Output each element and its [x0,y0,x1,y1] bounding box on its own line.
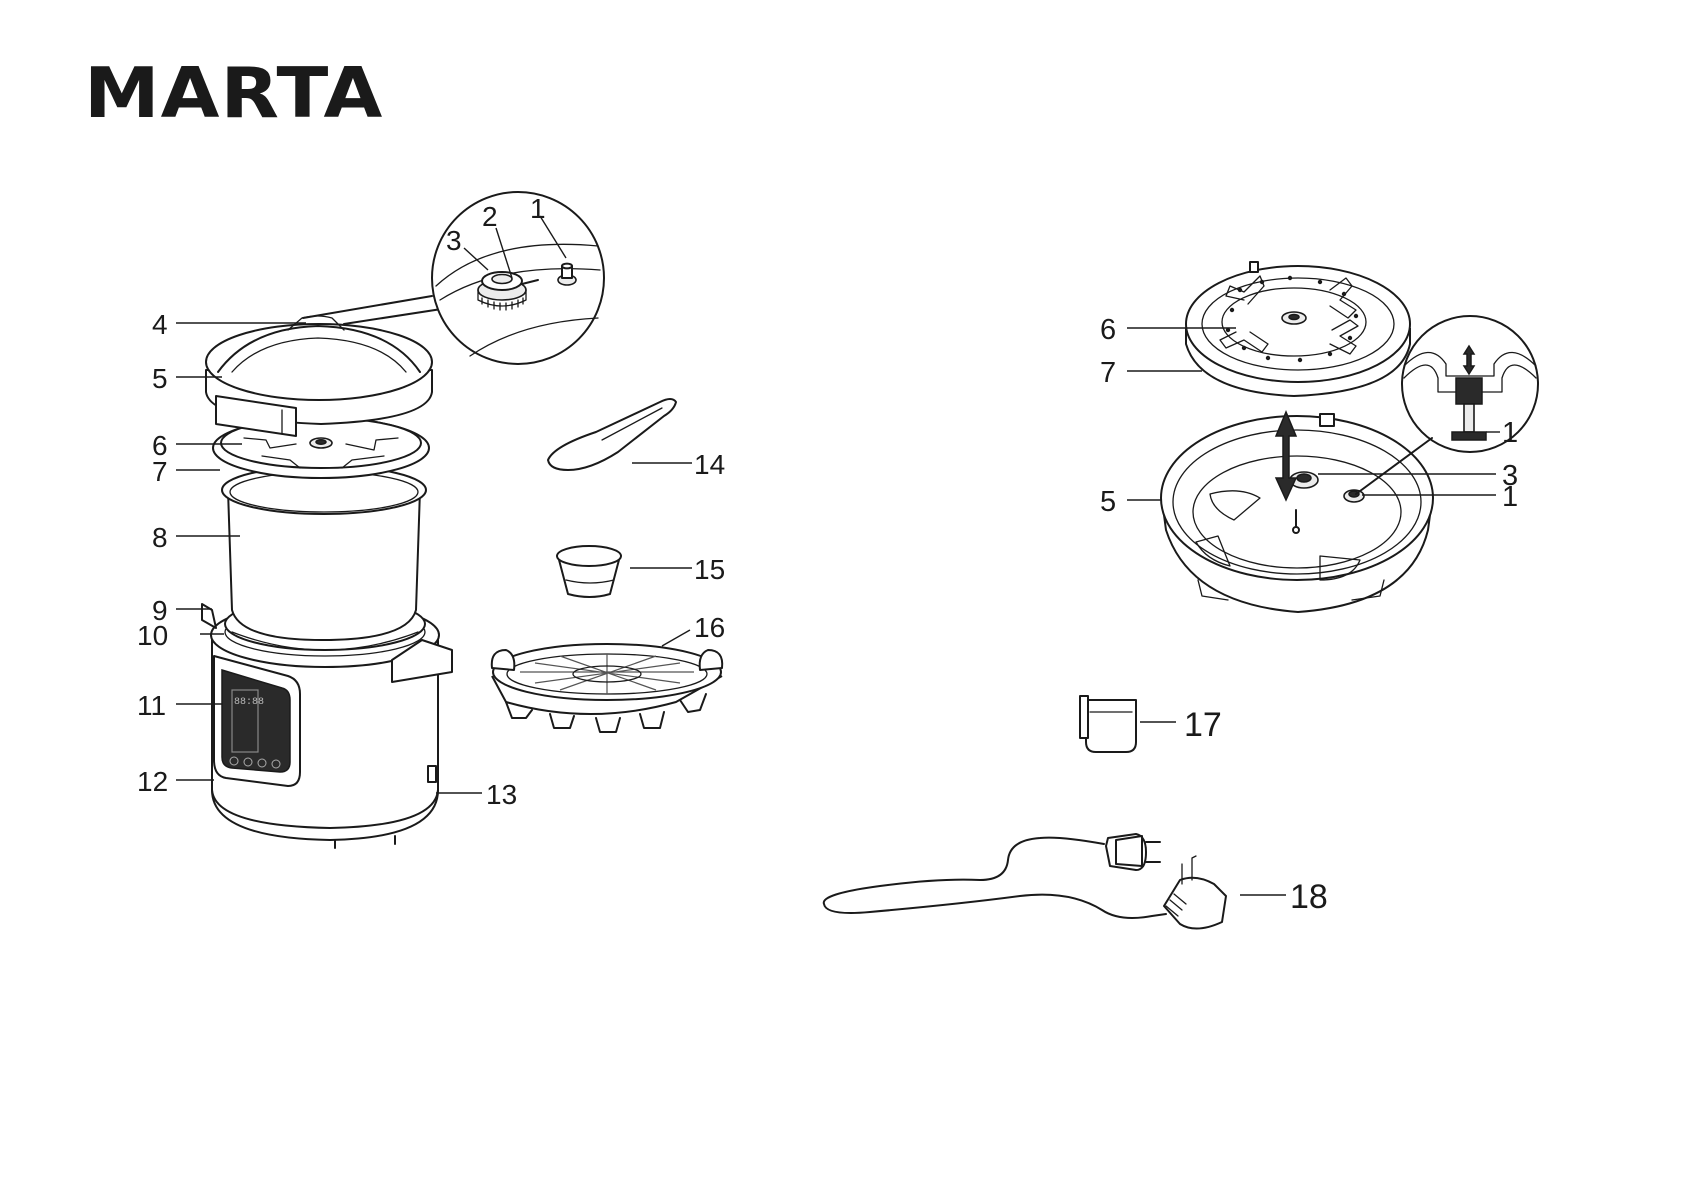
float-valve-zoom [1355,315,1539,495]
lid-body-underside [1160,410,1434,613]
power-cord [822,833,1286,930]
lid-valve-zoom [302,191,605,365]
label-16: 16 [694,612,725,643]
steam-rack [490,643,724,733]
label-17: 17 [1184,706,1222,744]
label-13: 13 [486,779,517,810]
inner-pot [221,465,427,641]
inner-lid-plate-detail [1185,261,1411,397]
label-6: 6 [152,430,168,461]
callout-labels: 1 2 3 4 5 6 7 8 9 10 11 12 13 14 15 16 6… [137,193,1518,916]
label-9: 9 [152,595,168,626]
label-2: 2 [482,201,498,232]
label-r3: 3 [1502,460,1518,492]
label-15: 15 [694,554,725,585]
label-7: 7 [152,456,168,487]
measuring-cup [556,545,622,598]
label-r1-zoom: 1 [1502,417,1518,449]
label-14: 14 [694,449,725,480]
label-3: 3 [446,225,462,256]
label-10: 10 [137,620,168,651]
label-8: 8 [152,522,168,553]
label-11: 11 [137,690,166,721]
condensation-cup [1079,695,1176,753]
rice-spoon [547,398,677,471]
lid-underside-view [822,261,1539,930]
label-5: 5 [152,363,168,394]
label-r6: 6 [1100,314,1116,346]
label-4: 4 [152,309,168,340]
brand-logo: MARTA [84,51,384,134]
label-1: 1 [530,193,546,224]
cooker-lid [205,315,433,437]
cooker-exploded-view: 88:88 [176,191,724,849]
label-r5: 5 [1100,486,1116,518]
label-18: 18 [1290,878,1328,916]
label-r7: 7 [1100,357,1116,389]
svg-text:88:88: 88:88 [234,697,264,708]
label-r1: 1 [1502,481,1518,513]
label-12: 12 [137,766,168,797]
